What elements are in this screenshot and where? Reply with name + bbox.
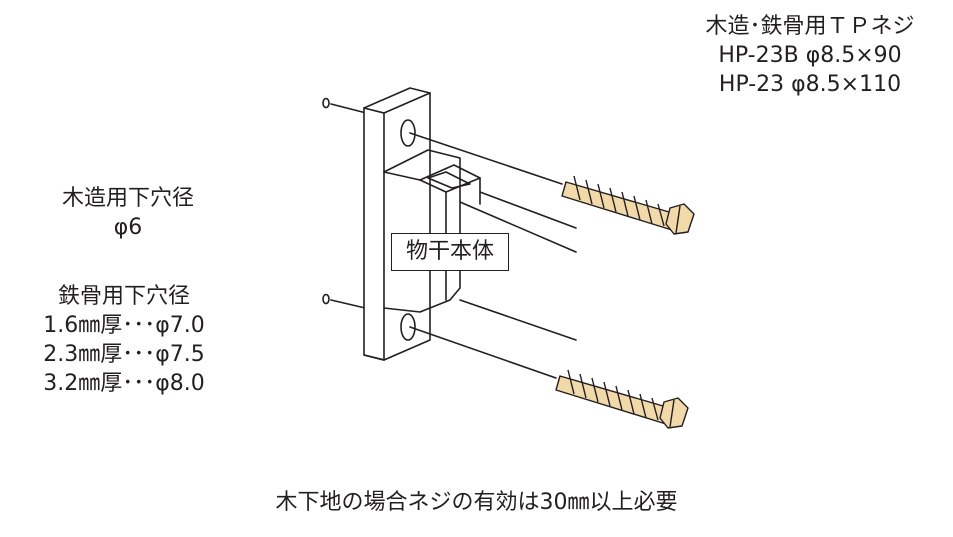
top-screw-icon	[561, 175, 695, 235]
screw-spec-title: 木造･鉄骨用ＴＰネジ	[705, 14, 915, 39]
wood-hole-heading: 木造用下穴径	[61, 186, 194, 211]
bottom-screw-icon	[555, 369, 689, 429]
screw-spec-line2: HP-23 φ8.5×110	[718, 72, 902, 97]
wall-bracket-plate	[363, 87, 431, 361]
wood-hole-spec: 木造用下穴径 φ6	[28, 184, 228, 242]
steel-hole-spec: 鉄骨用下穴径 1.6㎜厚･･･φ7.0 2.3㎜厚･･･φ7.5 3.2㎜厚･･…	[14, 282, 234, 398]
steel-hole-row: 3.2㎜厚･･･φ8.0	[43, 371, 205, 396]
top-hole-marker	[322, 97, 330, 109]
screw-spec-line1: HP-23B φ8.5×90	[718, 43, 902, 68]
bottom-hole-marker	[322, 293, 330, 305]
screw-spec: 木造･鉄骨用ＴＰネジ HP-23B φ8.5×90 HP-23 φ8.5×110	[690, 12, 930, 99]
steel-hole-row: 1.6㎜厚･･･φ7.0	[43, 313, 205, 338]
footer-note: 木下地の場合ネジの有効は30㎜以上必要	[275, 490, 678, 515]
wood-hole-value: φ6	[113, 215, 143, 240]
top-screw-axis	[409, 132, 563, 185]
bottom-screw-axis	[409, 326, 557, 379]
steel-hole-heading: 鉄骨用下穴径	[57, 284, 190, 309]
steel-hole-row: 2.3㎜厚･･･φ7.5	[43, 342, 205, 367]
body-label: 物干本体	[391, 233, 509, 271]
